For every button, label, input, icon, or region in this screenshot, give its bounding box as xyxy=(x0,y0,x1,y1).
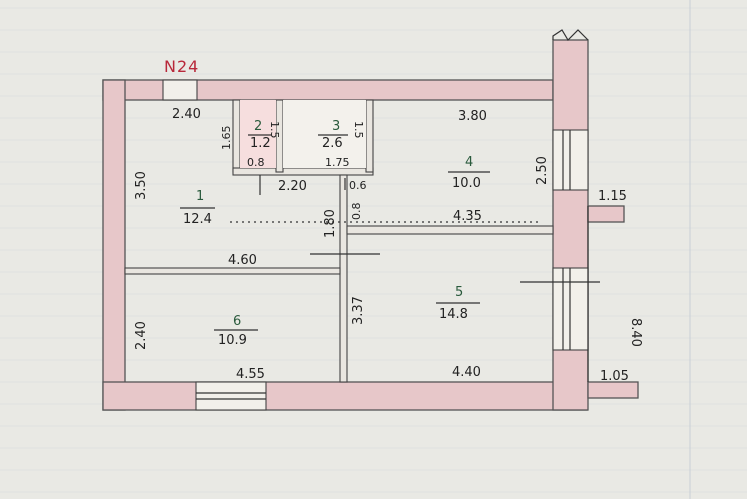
dim-hall-gap: 0.6 xyxy=(349,179,367,192)
room1-room6-wall xyxy=(124,267,341,275)
window-right-lower xyxy=(520,267,600,351)
room4-room5-wall xyxy=(346,225,554,235)
room-3-number: 3 xyxy=(332,119,340,134)
room-5-number: 5 xyxy=(455,285,463,300)
room-1-label: 1 12.4 xyxy=(180,189,215,227)
closet-2-fill xyxy=(240,100,276,168)
dim-closet2-depth: 1.5 xyxy=(268,121,281,139)
wall-break-mark xyxy=(552,29,589,41)
wall-left xyxy=(102,79,126,411)
room-1-number: 1 xyxy=(196,189,204,204)
wall-right xyxy=(552,39,589,411)
closet-3-fill xyxy=(283,100,366,168)
room-6-number: 6 xyxy=(233,314,241,329)
room-4-area: 10.0 xyxy=(452,176,481,191)
dim-room1-6-divider: 4.60 xyxy=(228,253,257,268)
dim-balcony-top: 1.15 xyxy=(598,189,627,204)
balcony-top-slab xyxy=(587,205,625,223)
dim-hall-width: 2.20 xyxy=(278,179,307,194)
wall-bottom xyxy=(102,381,588,411)
room-2-label: 2 1.2 xyxy=(248,119,272,151)
closet-wall-left xyxy=(232,99,241,173)
room-5-label: 5 14.8 xyxy=(436,285,480,322)
room-5-area: 14.8 xyxy=(439,307,468,322)
dim-left-lower: 2.40 xyxy=(134,321,149,350)
dim-closet3-width: 1.75 xyxy=(325,156,350,169)
plan-number: N24 xyxy=(164,57,199,76)
dim-room4-right: 2.50 xyxy=(535,156,550,185)
room-4-number: 4 xyxy=(465,155,473,170)
room-3-area: 2.6 xyxy=(322,136,343,151)
dim-bottom-left: 4.55 xyxy=(236,367,265,382)
room-2-number: 2 xyxy=(254,119,262,134)
dim-top-right-wall: 3.80 xyxy=(458,109,487,124)
room-6-area: 10.9 xyxy=(218,333,247,348)
closet-wall-bottom xyxy=(232,167,374,176)
dim-balcony-bottom: 1.05 xyxy=(600,369,629,384)
closet-wall-right xyxy=(365,99,374,173)
dim-left-upper: 3.50 xyxy=(134,171,149,200)
window-bottom xyxy=(195,381,267,411)
room-3-label: 3 2.6 xyxy=(318,119,348,151)
room-6-label: 6 10.9 xyxy=(214,314,258,348)
dim-closet-height: 1.65 xyxy=(220,126,233,151)
dim-corridor-small: 0.8 xyxy=(350,203,363,221)
corridor-wall xyxy=(339,174,348,383)
dim-closet2-width: 0.8 xyxy=(247,156,265,169)
dim-top-left-wall: 2.40 xyxy=(172,107,201,122)
pencil-marks xyxy=(230,175,589,382)
dim-corridor-upper: 1.80 xyxy=(323,209,338,238)
dim-bottom-right: 4.40 xyxy=(452,365,481,380)
dim-room5-left: 3.37 xyxy=(351,296,366,325)
window-top xyxy=(162,79,198,101)
dim-balcony-right: 8.40 xyxy=(628,318,643,347)
room-4-label: 4 10.0 xyxy=(448,155,490,191)
room-1-area: 12.4 xyxy=(183,212,212,227)
room-2-area: 1.2 xyxy=(250,136,271,151)
dim-closet3-depth: 1.5 xyxy=(352,121,365,139)
dimension-labels: 2.40 3.80 3.50 2.40 1.65 0.8 1.5 1.75 1.… xyxy=(134,107,643,384)
dim-room4-bottom: 4.35 xyxy=(453,209,482,224)
balcony-bottom-slab xyxy=(587,381,639,399)
window-right-upper xyxy=(552,129,589,191)
interior-partitions xyxy=(124,99,554,383)
